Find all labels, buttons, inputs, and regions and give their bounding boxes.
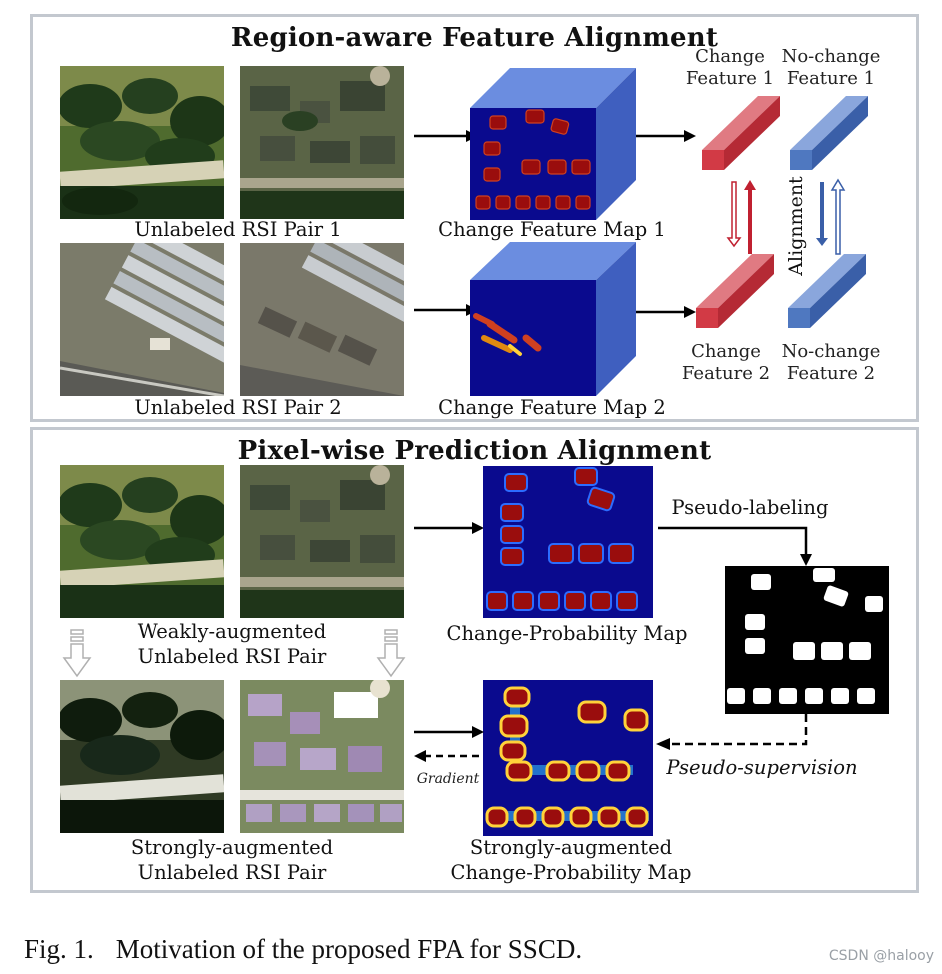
arrow-weak-to-probmap xyxy=(414,522,484,534)
change-feature-1-bar xyxy=(702,96,780,170)
pair1-label: Unlabeled RSI Pair 1 xyxy=(134,218,342,241)
strong-label-line2: Unlabeled RSI Pair xyxy=(137,861,327,884)
map1-label: Change Feature Map 1 xyxy=(438,218,666,241)
change-probability-map xyxy=(483,466,653,618)
strong-label-line1: Strongly-augmented xyxy=(130,836,334,859)
strong-probmap-label-line2: Change-Probability Map xyxy=(450,861,692,884)
arrow-strong-to-map xyxy=(414,726,484,738)
nochange-feature-1-label-line1: No-change xyxy=(781,46,881,67)
pseudo-supervision-arrow xyxy=(656,714,808,750)
change-feature-1-label-line1: Change xyxy=(695,46,765,67)
pseudo-labeling-arrow xyxy=(658,526,812,566)
rsi-pair2-image-a xyxy=(60,243,224,396)
figure-caption-text: Motivation of the proposed FPA for SSCD. xyxy=(115,934,583,964)
pseudo-labeling-label: Pseudo-labeling xyxy=(671,496,829,519)
rsi-pair1-image-b xyxy=(240,66,404,219)
pair2-label: Unlabeled RSI Pair 2 xyxy=(134,396,342,419)
strong-pair-image-a xyxy=(60,680,224,833)
nochange-feature-1-label-line2: Feature 1 xyxy=(786,68,876,89)
arrow-map1-to-features xyxy=(636,130,696,142)
weak-label-line2: Unlabeled RSI Pair xyxy=(137,645,327,668)
weak-to-strong-arrow-right xyxy=(376,629,406,678)
pseudo-label-map xyxy=(725,566,889,714)
nochange-feature-2-label-line1: No-change xyxy=(781,341,881,362)
weak-label-line1: Weakly-augmented xyxy=(137,620,327,643)
rsi-pair2-image-b xyxy=(240,243,404,396)
figure-number: Fig. 1. xyxy=(24,934,94,964)
rsi-pair1-image-a xyxy=(60,66,224,219)
change-feature-map-1-cube xyxy=(470,68,636,220)
pixel-wise-title: Pixel-wise Prediction Alignment xyxy=(237,436,712,466)
nochange-feature-2-bar xyxy=(788,254,866,328)
strong-probmap-label-line1: Strongly-augmented xyxy=(469,836,673,859)
strong-pair-image-b xyxy=(240,680,404,833)
figure-caption: Fig. 1. Motivation of the proposed FPA fo… xyxy=(24,934,582,965)
probmap-label: Change-Probability Map xyxy=(446,622,688,645)
watermark: CSDN @halooy xyxy=(828,948,934,964)
change-feature-1-label-line2: Feature 1 xyxy=(685,68,775,89)
change-feature-2-label-line1: Change xyxy=(691,341,761,362)
nochange-alignment-arrows xyxy=(816,178,846,255)
weak-pair-image-b xyxy=(240,465,404,618)
gradient-label: Gradient xyxy=(416,771,480,787)
weak-pair-image-a xyxy=(60,465,224,618)
map2-label: Change Feature Map 2 xyxy=(438,396,666,419)
arrow-map2-to-features xyxy=(636,306,696,318)
change-feature-map-2-cube xyxy=(470,242,636,396)
nochange-feature-2-label-line2: Feature 2 xyxy=(786,363,876,384)
alignment-label: Alignment xyxy=(785,176,807,276)
change-alignment-arrows xyxy=(726,180,756,254)
region-aware-title: Region-aware Feature Alignment xyxy=(230,23,719,53)
change-feature-2-bar xyxy=(696,254,774,328)
change-feature-2-label-line2: Feature 2 xyxy=(681,363,771,384)
pseudo-supervision-label: Pseudo-supervision xyxy=(666,756,858,779)
gradient-arrow xyxy=(414,750,482,762)
nochange-feature-1-bar xyxy=(790,96,868,170)
strong-probability-map xyxy=(483,680,653,836)
weak-to-strong-arrow-left xyxy=(62,629,92,678)
